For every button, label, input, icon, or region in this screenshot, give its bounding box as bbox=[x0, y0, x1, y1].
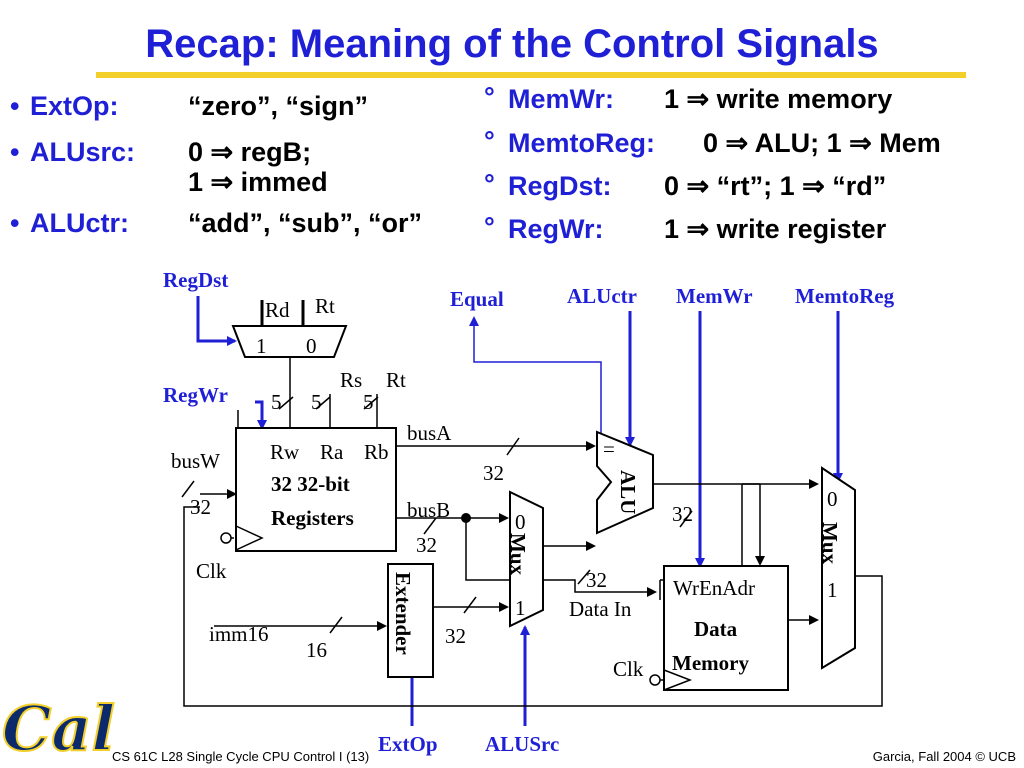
width-32-extender: 32 bbox=[445, 624, 466, 648]
mem-clock-triangle bbox=[663, 669, 693, 691]
signal-value-memwr: 1 ⇒ write memory bbox=[664, 84, 893, 114]
cal-logo: Cal bbox=[1, 691, 116, 766]
alusrc-mux-label: Mux bbox=[506, 533, 530, 576]
regfile-ra: Ra bbox=[320, 440, 344, 464]
control-label-extop: ExtOp bbox=[378, 732, 438, 756]
control-label-equal: Equal bbox=[450, 287, 504, 311]
alusrc-mux-in0: 0 bbox=[515, 510, 526, 534]
footer-course: CS 61C L28 Single Cycle CPU Control I (1… bbox=[112, 749, 370, 764]
regdst-mux bbox=[231, 300, 348, 428]
memtoreg-mux bbox=[821, 466, 856, 670]
mem-clock-bubble bbox=[649, 674, 661, 686]
label-clk-regfile: Clk bbox=[196, 559, 227, 583]
signal-name-regdst: RegDst: bbox=[508, 171, 612, 201]
width-5-rw: 5 bbox=[271, 390, 282, 414]
label-rt: Rt bbox=[386, 368, 406, 392]
signal-value-alusrc: 0 ⇒ regB; bbox=[188, 137, 312, 167]
footer-credit: Garcia, Fall 2004 © UCB bbox=[872, 749, 1016, 764]
regfile-rw: Rw bbox=[270, 440, 300, 464]
regfile-rb: Rb bbox=[364, 440, 389, 464]
label-rd: Rd bbox=[265, 298, 290, 322]
datapath-wires bbox=[181, 410, 883, 707]
signal-name-aluctr: ALUctr: bbox=[30, 208, 129, 238]
control-arrows bbox=[196, 296, 843, 726]
memtoreg-mux-in1: 1 bbox=[827, 578, 838, 602]
alusrc-mux bbox=[509, 490, 544, 628]
data-memory bbox=[663, 565, 789, 691]
signal-name-alusrc: ALUsrc: bbox=[30, 137, 136, 167]
alu-equal-output: = bbox=[603, 437, 615, 461]
regfile-title-2: Registers bbox=[271, 506, 354, 530]
memtoreg-mux-in0: 0 bbox=[827, 487, 838, 511]
signal-value-memtoreg: 0 ⇒ ALU; 1 ⇒ Mem bbox=[703, 128, 941, 158]
alu bbox=[596, 430, 654, 535]
control-label-regdst: RegDst bbox=[163, 268, 228, 292]
memtoreg-mux-label: Mux bbox=[818, 522, 842, 565]
extender-block bbox=[387, 563, 434, 678]
width-5-ra: 5 bbox=[311, 390, 322, 414]
regdst-mux-in1: 1 bbox=[256, 334, 267, 358]
svg-text:Cal: Cal bbox=[2, 692, 115, 765]
width-32-datain: 32 bbox=[586, 568, 607, 592]
control-label-memtoreg: MemtoReg bbox=[795, 284, 895, 308]
label-data-in: Data In bbox=[569, 597, 632, 621]
width-5-rb: 5 bbox=[363, 390, 374, 414]
label-imm16: imm16 bbox=[209, 622, 269, 646]
signal-name-memtoreg: MemtoReg: bbox=[508, 128, 655, 158]
bullet: • bbox=[10, 208, 20, 238]
control-label-memwr: MemWr bbox=[676, 284, 753, 308]
width-32-alu: 32 bbox=[672, 502, 693, 526]
label-busa: busA bbox=[407, 421, 452, 445]
title-underline bbox=[96, 72, 966, 78]
signal-value-aluctr: “add”, “sub”, “or” bbox=[188, 208, 423, 238]
signal-value-alusrc-2: 1 ⇒ immed bbox=[188, 167, 328, 197]
memory-title-1: Data bbox=[694, 617, 738, 641]
slide-title: Recap: Meaning of the Control Signals bbox=[145, 22, 879, 66]
extender-label: Extender bbox=[391, 572, 415, 655]
bullet: ° bbox=[484, 82, 495, 112]
label-clk-memory: Clk bbox=[613, 657, 644, 681]
label-rs: Rs bbox=[340, 368, 362, 392]
control-label-aluctr: ALUctr bbox=[567, 284, 637, 308]
signal-value-regwr: 1 ⇒ write register bbox=[664, 214, 887, 244]
register-file bbox=[235, 427, 397, 552]
bullet: • bbox=[10, 137, 20, 167]
bullet: • bbox=[10, 91, 20, 121]
label-busb: busB bbox=[407, 498, 450, 522]
bullet: ° bbox=[484, 212, 495, 242]
width-32-busa: 32 bbox=[483, 461, 504, 485]
control-label-alusrc: ALUSrc bbox=[485, 732, 559, 756]
signal-name-extop: ExtOp: bbox=[30, 91, 119, 121]
regfile-clock-triangle bbox=[235, 525, 264, 551]
memory-ports: WrEnAdr bbox=[673, 576, 755, 600]
width-32-busw: 32 bbox=[190, 495, 211, 519]
alusrc-mux-in1: 1 bbox=[515, 596, 526, 620]
signal-value-regdst: 0 ⇒ “rt”; 1 ⇒ “rd” bbox=[664, 171, 887, 201]
width-16-imm: 16 bbox=[306, 638, 327, 662]
label-busw: busW bbox=[171, 449, 220, 473]
signal-value-extop: “zero”, “sign” bbox=[188, 91, 369, 121]
equal-signal-line bbox=[469, 316, 602, 442]
memory-title-2: Memory bbox=[672, 651, 749, 675]
busb-junction bbox=[461, 513, 471, 523]
regfile-clock-bubble bbox=[220, 532, 232, 544]
regfile-address-wires bbox=[278, 394, 379, 428]
alu-label: ALU bbox=[616, 470, 640, 514]
signal-name-regwr: RegWr: bbox=[508, 214, 604, 244]
control-label-regwr: RegWr bbox=[163, 383, 228, 407]
label-rt-dst: Rt bbox=[315, 294, 335, 318]
regfile-title-1: 32 32-bit bbox=[271, 472, 350, 496]
width-32-busb: 32 bbox=[416, 533, 437, 557]
bullet: ° bbox=[484, 169, 495, 199]
signal-name-memwr: MemWr: bbox=[508, 84, 615, 114]
regdst-mux-in0: 0 bbox=[306, 334, 317, 358]
bullet: ° bbox=[484, 126, 495, 156]
